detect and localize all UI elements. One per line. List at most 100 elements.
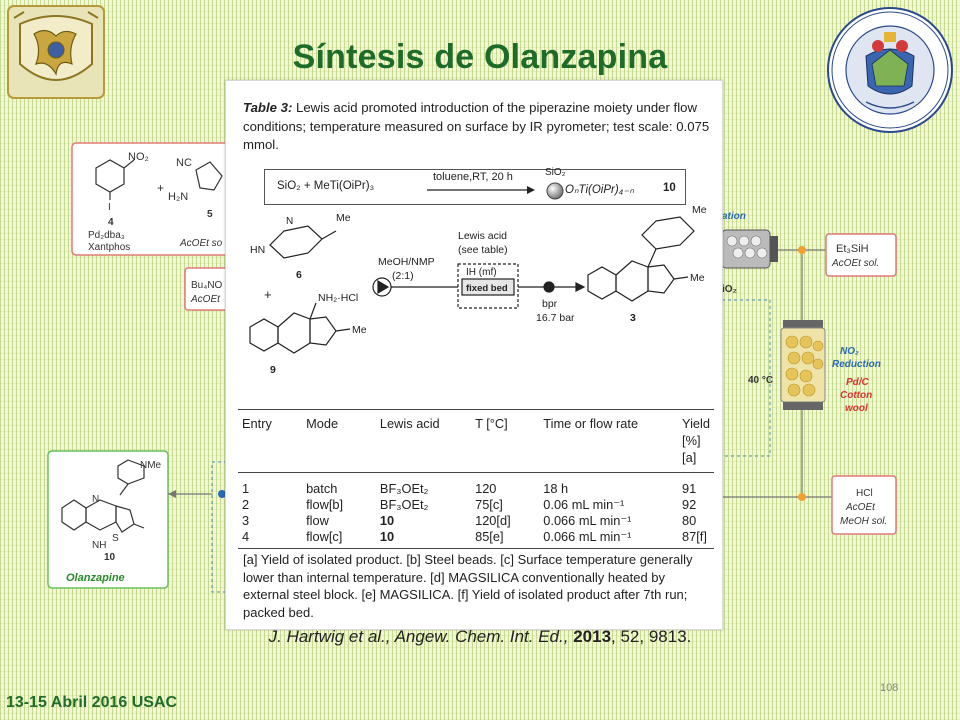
cell-mode: flow[c] xyxy=(306,529,343,544)
page-number: 108 xyxy=(880,682,899,694)
svg-text:NC: NC xyxy=(176,157,192,169)
svg-text:5: 5 xyxy=(207,209,213,220)
cell-lewis-acid: BF₃OEt₂ xyxy=(379,481,429,496)
header-entry: Entry xyxy=(242,416,272,431)
svg-text:S: S xyxy=(112,533,119,544)
svg-text:MeOH/NMP: MeOH/NMP xyxy=(378,256,435,268)
support-preparation-equation: SiO₂ + MeTi(OiPr)₃ toluene,RT, 20 h SiO₂… xyxy=(264,167,686,205)
results-table: Entry Mode Lewis acid T [°C] Time or flo… xyxy=(238,409,714,549)
svg-text:wool: wool xyxy=(845,403,868,414)
literature-reference: J. Hartwig et al., Angew. Chem. Int. Ed.… xyxy=(0,627,960,647)
svg-text:AcOEt so: AcOEt so xyxy=(179,238,223,249)
table-row: 3 flow 10 120[d] 0.066 mL min⁻¹ 80 xyxy=(238,513,714,529)
svg-text:4: 4 xyxy=(108,217,114,228)
svg-text:N: N xyxy=(286,216,293,227)
support-reactants: SiO₂ + MeTi(OiPr)₃ xyxy=(277,180,375,192)
bpr-icon xyxy=(543,281,555,293)
cell-time: 18 h xyxy=(543,481,569,496)
slide-title: Síntesis de Olanzapina xyxy=(292,38,668,76)
svg-text:iO₂: iO₂ xyxy=(722,284,737,295)
reference-authors: J. Hartwig et al., Angew. Chem. Int. Ed.… xyxy=(268,627,569,646)
table-footnotes: [a] Yield of isolated product. [b] Steel… xyxy=(243,552,693,620)
svg-text:NO₂: NO₂ xyxy=(840,346,859,357)
svg-text:IH (mf): IH (mf) xyxy=(466,267,497,278)
table-row: 4 flow[c] 10 85[e] 0.066 mL min⁻¹ 87[f] xyxy=(238,529,714,549)
piperazine-ring xyxy=(269,225,323,259)
usac-seal xyxy=(827,7,953,133)
svg-text:Cotton: Cotton xyxy=(840,390,872,401)
cell-entry: 4 xyxy=(242,529,250,544)
et3sih-box xyxy=(825,233,897,277)
cell-yield: 80 xyxy=(682,513,697,528)
cell-temperature: 85[e] xyxy=(475,529,504,544)
cell-time: 0.066 mL min⁻¹ xyxy=(543,529,632,544)
svg-text:3: 3 xyxy=(630,312,636,324)
cell-entry: 3 xyxy=(242,513,250,528)
svg-text:Et₃SiH: Et₃SiH xyxy=(836,243,869,255)
cell-mode: batch xyxy=(306,481,338,496)
svg-text:Me: Me xyxy=(336,212,351,224)
cell-mode: flow[b] xyxy=(306,497,344,512)
cell-yield: 92 xyxy=(682,497,697,512)
svg-text:N: N xyxy=(92,494,99,505)
table-3-panel: Table 3: Lewis acid promoted introductio… xyxy=(225,80,723,630)
header-temperature: T [°C] xyxy=(475,416,508,431)
cell-lewis-acid: BF₃OEt₂ xyxy=(379,497,429,512)
svg-text:I: I xyxy=(108,202,111,213)
svg-text:HN: HN xyxy=(250,244,265,256)
header-time: Time or flow rate xyxy=(543,416,639,431)
svg-text:H₂N: H₂N xyxy=(168,191,188,203)
svg-text:+: + xyxy=(157,181,164,195)
reference-year: 2013 xyxy=(573,627,612,646)
table-caption-text: Lewis acid promoted introduction of the … xyxy=(243,100,710,152)
cell-yield: 91 xyxy=(682,481,697,496)
cell-time: 0.06 mL min⁻¹ xyxy=(543,497,625,512)
svg-text:16.7 bar: 16.7 bar xyxy=(536,312,575,324)
header-lewis-acid: Lewis acid xyxy=(379,416,440,431)
svg-text:Reduction: Reduction xyxy=(832,359,881,370)
svg-text:NO₂: NO₂ xyxy=(128,151,149,163)
background-flow-scheme: NO₂ I 4 + NC H₂N 5 Pd₂dba₃ Xantphos AcOE… xyxy=(47,142,897,593)
svg-text:AcOEt: AcOEt xyxy=(845,502,876,513)
cell-lewis-acid: 10 xyxy=(379,529,395,544)
cell-entry: 1 xyxy=(242,481,250,496)
support-conditions: toluene,RT, 20 h xyxy=(433,171,513,183)
cell-temperature: 120 xyxy=(475,481,497,496)
hcl-box xyxy=(831,475,897,535)
cell-mode: flow xyxy=(306,513,329,528)
svg-text:AcOEt sol.: AcOEt sol. xyxy=(831,258,879,269)
table-header-row: Entry Mode Lewis acid T [°C] Time or flo… xyxy=(238,409,714,473)
svg-text:(see table): (see table) xyxy=(458,244,508,256)
table-row: 1 batch BF₃OEt₂ 120 18 h 91 xyxy=(238,473,714,498)
table-caption: Table 3: Lewis acid promoted introductio… xyxy=(243,99,713,155)
flow-reaction-scheme: Me N HN 6 + NH₂·HCl Me 9 MeOH/NMP (2:1) … xyxy=(249,206,707,376)
svg-text:(2:1): (2:1) xyxy=(392,270,414,282)
cell-temperature: 75[c] xyxy=(475,497,503,512)
table-label: Table 3: xyxy=(243,100,293,115)
svg-text:fixed bed: fixed bed xyxy=(466,283,508,294)
olanzapine-box xyxy=(47,450,169,589)
svg-text:10: 10 xyxy=(104,552,116,563)
cell-yield: 87[f] xyxy=(682,529,707,544)
reaction-arrow xyxy=(427,186,535,194)
support-product: OₙTi(OiPr)₄₋ₙ xyxy=(565,184,634,196)
svg-text:Bu₄NO: Bu₄NO xyxy=(191,280,223,291)
header-yield: Yield [%][a] xyxy=(682,416,710,465)
fixed-bed-column xyxy=(461,278,515,296)
svg-text:6: 6 xyxy=(296,269,302,281)
header-mode: Mode xyxy=(306,416,339,431)
svg-text:Pd/C: Pd/C xyxy=(846,377,870,388)
footer-date: 13-15 Abril 2016 USAC xyxy=(6,694,178,711)
product-piperazine-ring xyxy=(641,216,695,250)
reference-volume-pages: , 52, 9813. xyxy=(611,627,692,646)
cell-entry: 2 xyxy=(242,497,250,512)
svg-text:HCl: HCl xyxy=(856,488,873,499)
cell-lewis-acid: 10 xyxy=(379,513,395,528)
svg-text:40 °C: 40 °C xyxy=(748,375,773,386)
cell-time: 0.066 mL min⁻¹ xyxy=(543,513,632,528)
silica-sphere-icon xyxy=(546,182,564,200)
svg-text:Olanzapine: Olanzapine xyxy=(66,572,125,584)
svg-text:Me: Me xyxy=(690,272,705,284)
support-product-label: SiO₂ xyxy=(545,167,566,178)
svg-text:Lewis acid: Lewis acid xyxy=(458,230,507,242)
